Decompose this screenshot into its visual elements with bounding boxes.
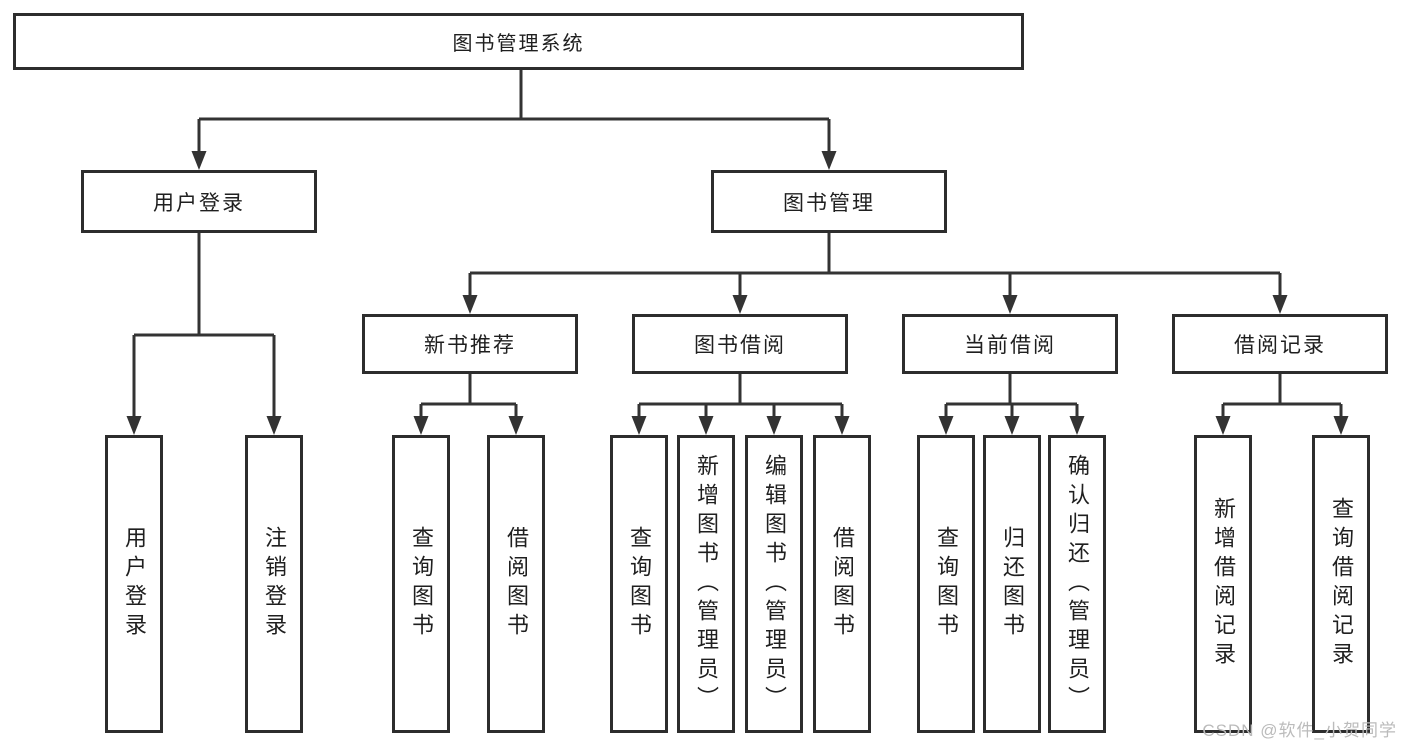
connector-book-borrowing-to-leaves: [637, 374, 844, 419]
node-new-book-recommend: 新书推荐: [362, 314, 578, 374]
node-book-management: 图书管理: [711, 170, 947, 233]
arrowhead: [732, 295, 748, 314]
connector-book-mgmt-to-level3: [468, 233, 1282, 298]
arrowhead: [462, 295, 478, 314]
node-book-borrowing: 图书借阅: [632, 314, 848, 374]
connector-borrowing-records-to-leaves: [1221, 374, 1343, 419]
arrowhead: [766, 416, 782, 435]
arrowhead: [834, 416, 850, 435]
node-leaf-borrow-books-recommend: 借阅图书: [487, 435, 545, 733]
node-leaf-logout: 注销登录: [245, 435, 303, 733]
arrowhead: [1272, 295, 1288, 314]
arrowhead: [938, 416, 954, 435]
node-leaf-query-borrow-record: 查询借阅记录: [1312, 435, 1370, 733]
node-leaf-confirm-return-admin: 确认归还（管理员）: [1048, 435, 1106, 733]
arrowhead: [1002, 295, 1018, 314]
arrowhead: [631, 416, 647, 435]
node-leaf-return-books: 归还图书: [983, 435, 1041, 733]
arrowhead: [1004, 416, 1020, 435]
arrowhead: [698, 416, 714, 435]
node-leaf-query-books-borrowing: 查询图书: [610, 435, 668, 733]
node-leaf-borrow-books: 借阅图书: [813, 435, 871, 733]
csdn-watermark: CSDN @软件_小贺同学: [1202, 721, 1397, 740]
node-leaf-query-books-current: 查询图书: [917, 435, 975, 733]
arrowhead: [821, 151, 837, 170]
arrowhead: [1069, 416, 1085, 435]
node-user-login: 用户登录: [81, 170, 317, 233]
arrowhead: [508, 416, 524, 435]
node-leaf-edit-books-admin: 编辑图书（管理员）: [745, 435, 803, 733]
node-borrowing-records: 借阅记录: [1172, 314, 1388, 374]
arrowhead: [266, 416, 282, 435]
node-leaf-add-borrow-record: 新增借阅记录: [1194, 435, 1252, 733]
arrowhead: [126, 416, 142, 435]
node-leaf-user-login: 用户登录: [105, 435, 163, 733]
arrowhead: [1215, 416, 1231, 435]
arrowhead: [191, 151, 207, 170]
connector-new-books-to-leaves: [419, 374, 518, 419]
node-current-borrowing: 当前借阅: [902, 314, 1118, 374]
node-leaf-add-books-admin: 新增图书（管理员）: [677, 435, 735, 733]
arrowhead: [413, 416, 429, 435]
connector-current-borrowing-to-leaves: [944, 374, 1079, 419]
connector-root-to-level2: [197, 69, 831, 154]
node-root-system: 图书管理系统: [13, 13, 1024, 70]
node-leaf-query-books-recommend: 查询图书: [392, 435, 450, 733]
arrowhead: [1333, 416, 1349, 435]
connector-user-login-to-leaves: [132, 233, 276, 419]
